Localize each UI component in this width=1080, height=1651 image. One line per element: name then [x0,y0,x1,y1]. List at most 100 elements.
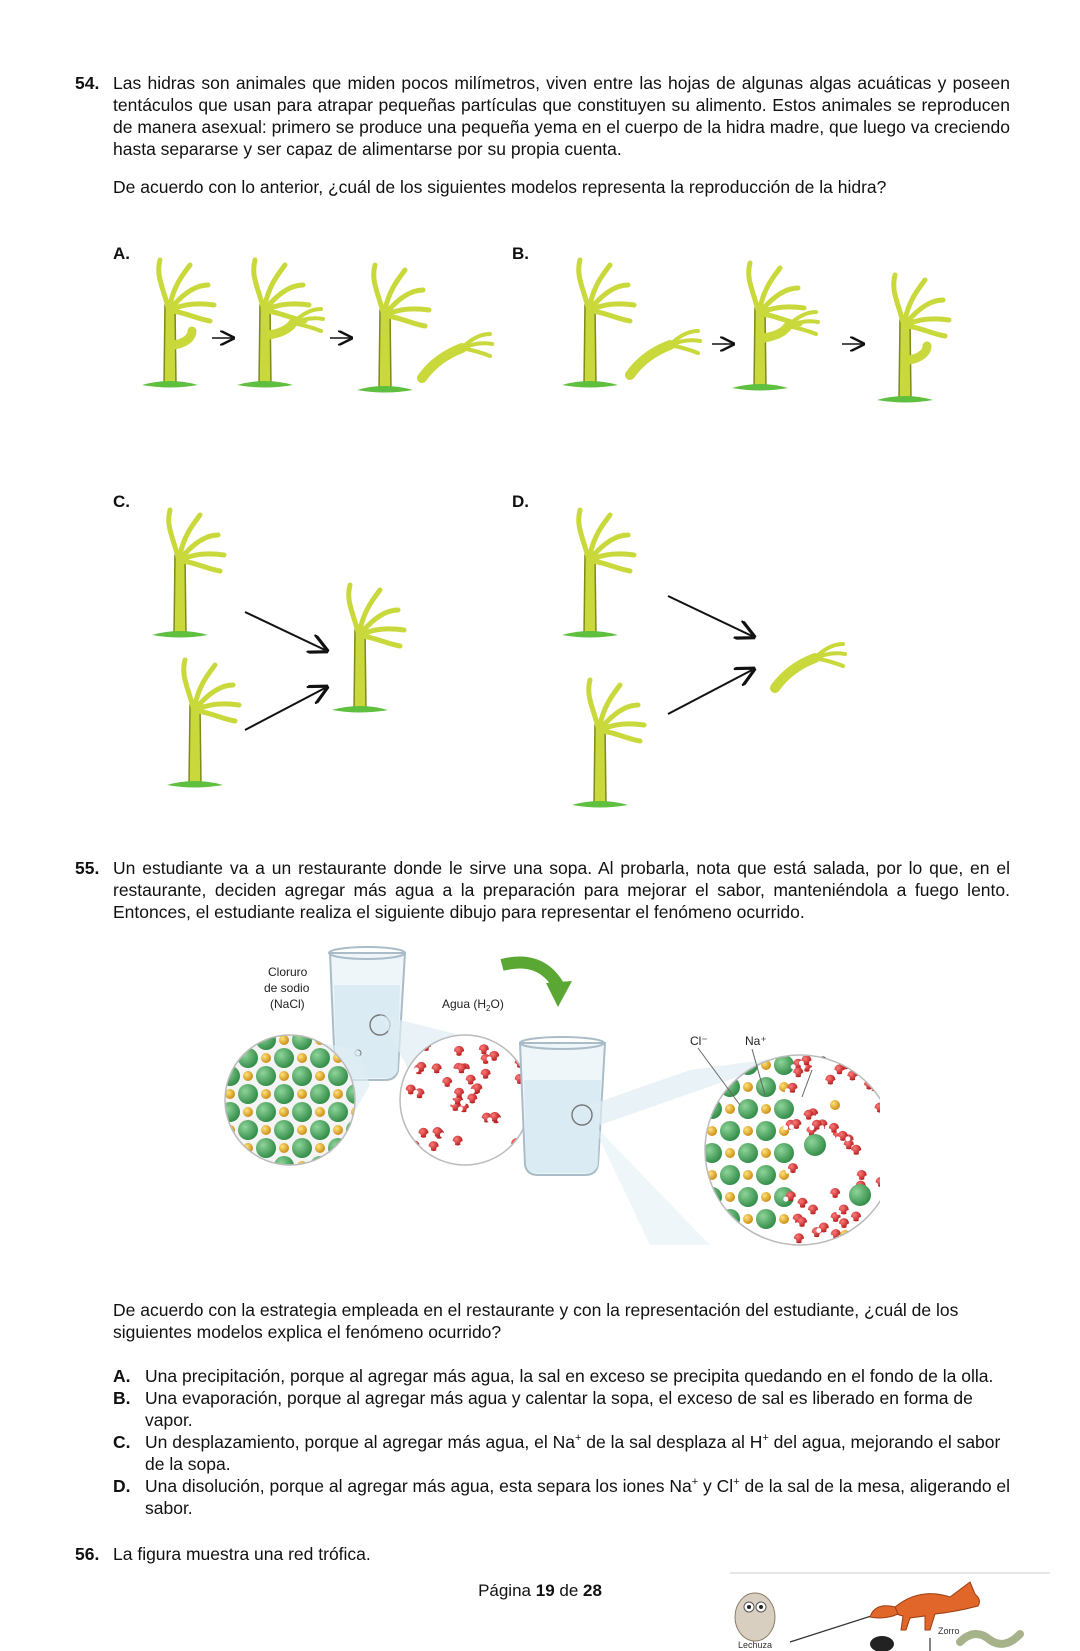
chloride-ion [346,1120,355,1140]
owl-icon [734,1592,776,1642]
oxygen-atom [787,1163,798,1174]
oxygen-atom [875,1177,880,1188]
hydrogen-atom [819,1232,825,1238]
hydrogen-atom [425,1133,431,1139]
oxygen-atom [801,1055,812,1066]
chloride-ion [849,1184,871,1206]
chloride-ion [225,1102,240,1122]
beaker-icon [518,1036,607,1176]
hydrogen-atom [845,1136,851,1142]
label-nacl-2: de sodio [264,981,310,995]
hydrogen-atom [854,1076,860,1082]
sodium-ion [279,1107,289,1117]
hydrogen-atom [873,1182,879,1188]
option-c[interactable]: C. Un desplazamiento, porque al agregar … [113,1431,1013,1475]
oxygen-atom [454,1087,465,1098]
option-label-c[interactable]: C. [113,492,130,511]
oxygen-atom [837,1130,848,1141]
snake-icon [956,1630,1024,1648]
hydrogen-atom [795,1168,801,1174]
sodium-ion [279,1035,289,1045]
oxygen-atom [807,1204,818,1215]
hydrogen-atom [463,1068,469,1074]
label-fox: Zorro [938,1626,960,1636]
oxygen-atom [825,1074,836,1085]
hydrogen-atom [406,1145,412,1151]
sodium-ion [333,1125,343,1135]
hydrogen-atom [784,1088,790,1094]
oxygen-atom [803,1109,814,1120]
hydrogen-atom [451,1093,457,1099]
chloride-ion [328,1138,348,1158]
hydra-option-d [562,510,845,808]
chloride-ion [756,1121,776,1141]
option-b[interactable]: B. Una evaporación, porque al agregar má… [113,1387,1013,1431]
hydrogen-atom [790,1219,796,1225]
sodium-ion [830,1100,840,1110]
option-a[interactable]: A. Una precipitación, porque al agregar … [113,1365,1013,1387]
hydrogen-atom [828,1217,834,1223]
sodium-ion [779,1214,789,1224]
hydra-option-b [562,260,949,403]
label-water: Agua (H2O) [442,997,504,1013]
label-owl: Lechuza [738,1640,772,1650]
sodium-ion [261,1125,271,1135]
chloride-ion [328,1066,348,1086]
hydrogen-atom [804,1131,810,1137]
hydrogen-atom [423,1067,429,1073]
question-56: 56. La figura muestra una red trófica. [75,1543,1010,1565]
sodium-ion [243,1035,253,1045]
chloride-ion [720,1121,740,1141]
oxygen-atom [454,1045,465,1056]
hydrogen-atom [469,1088,475,1094]
hydrogen-atom [793,1196,799,1202]
hydrogen-atom [461,1093,467,1099]
hydrogen-atom [486,1056,492,1062]
oxygen-atom [467,1093,478,1104]
solution-molecules [705,1055,880,1245]
hydrogen-atom [461,1051,467,1057]
hydrogen-atom [804,1222,810,1228]
hydra-option-c [152,510,404,788]
chloride-ion [346,1084,355,1104]
oxygen-atom [431,1063,442,1074]
hydrogen-atom [510,1156,516,1162]
hydrogen-atom [449,1082,455,1088]
hydrogen-atom [447,1106,453,1112]
oxygen-atom [472,1083,483,1094]
chloride-ion [256,1066,276,1086]
hydrogen-atom [794,1088,800,1094]
page-number: 19 [535,1581,555,1600]
hydrogen-atom [808,1060,814,1066]
hydrogen-atom [826,1128,832,1134]
option-d[interactable]: D. Una disolución, porque al agregar más… [113,1475,1013,1519]
hydrogen-atom [809,1067,815,1073]
option-label-d[interactable]: D. [512,492,529,511]
sodium-ion [743,1170,753,1180]
hydrogen-atom [848,1150,854,1156]
oxygen-atom [432,1126,443,1137]
option-text: Una evaporación, porque al agregar más a… [145,1388,973,1430]
sodium-ion [707,1214,717,1224]
sodium-ion [297,1089,307,1099]
hydrogen-atom [413,1067,419,1073]
option-label-a[interactable]: A. [113,244,130,263]
chloride-ion [292,1102,312,1122]
chloride-ion [756,1209,776,1229]
dissolution-figure: Cloruro de sodio (NaCl) Agua (H2O) Cl⁻ N… [224,946,880,1246]
chloride-ion [774,1099,794,1119]
hydrogen-atom [794,1222,800,1228]
hydrogen-atom [464,1098,470,1104]
hydrogen-atom [451,1051,457,1057]
sodium-ion [297,1053,307,1063]
hydrogen-atom [453,1068,459,1074]
option-label-b[interactable]: B. [512,244,529,263]
hydrogen-atom [801,1238,807,1244]
chloride-ion [256,1102,276,1122]
chloride-ion [256,1138,276,1158]
sodium-ion [315,1143,325,1153]
oxygen-atom [478,1044,489,1055]
sodium-ion [261,1053,271,1063]
oxygen-atom [838,1218,849,1229]
sodium-ion [761,1192,771,1202]
